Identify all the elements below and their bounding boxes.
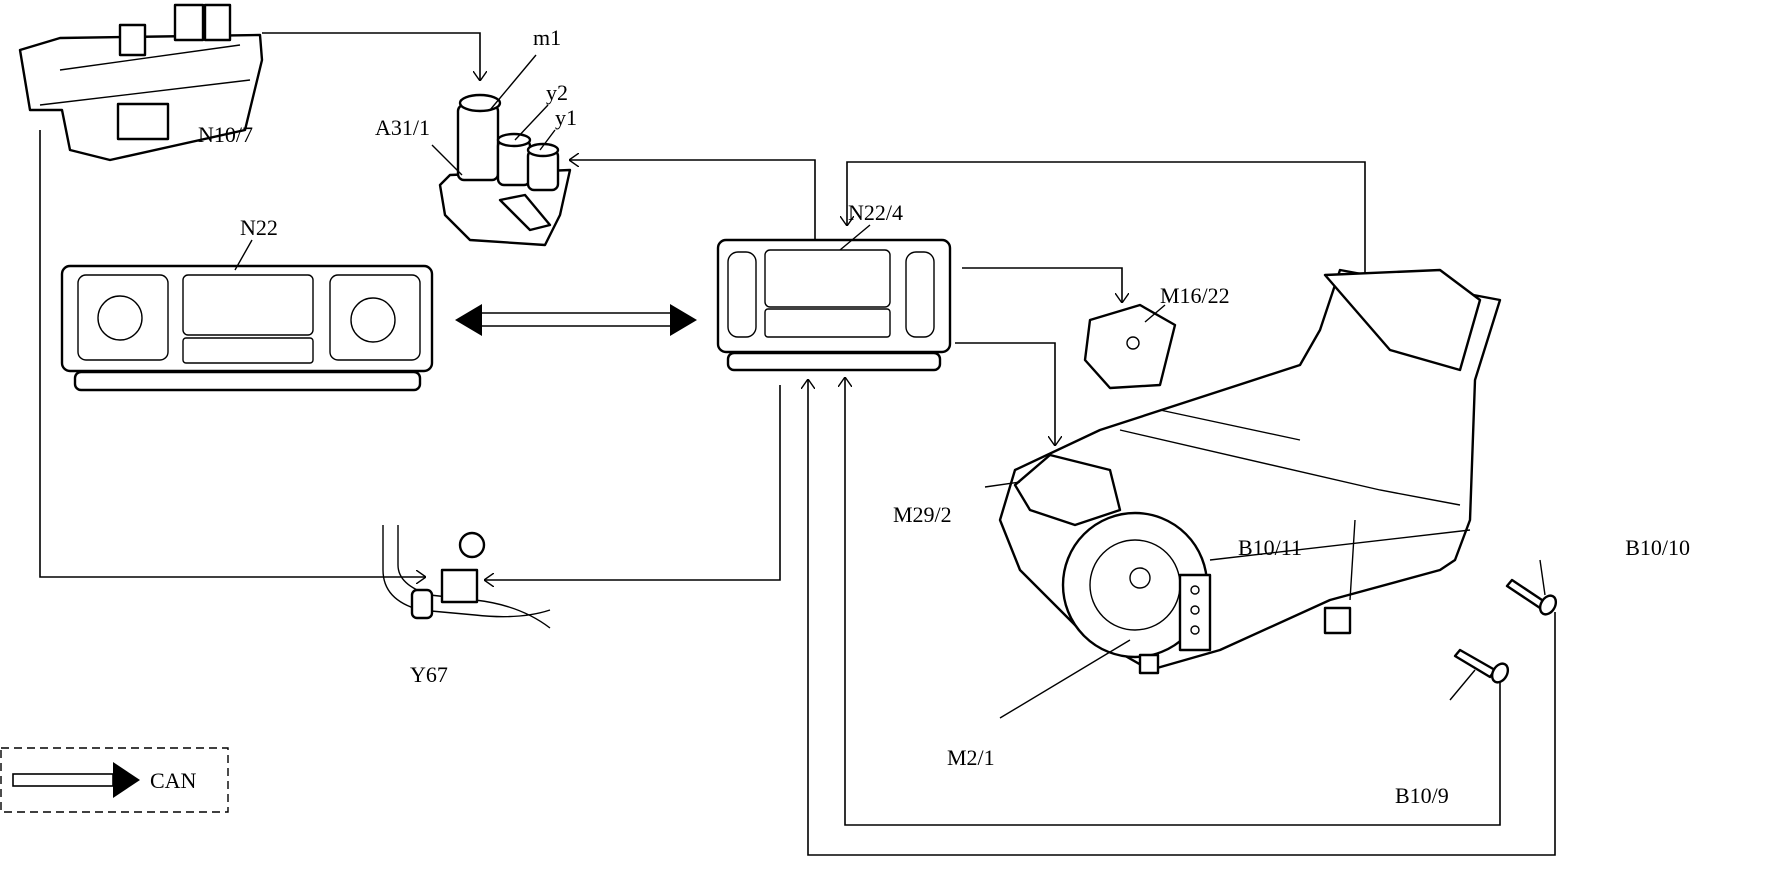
can-arrow-shaft xyxy=(12,773,114,787)
can-bus-link xyxy=(455,304,697,336)
control-panel-n22 xyxy=(60,264,434,392)
label-m2-1: M2/1 xyxy=(947,745,995,770)
can-arrow-head xyxy=(113,762,140,798)
label-a31-1: A31/1 xyxy=(375,115,430,140)
label-m16-22: M16/22 xyxy=(1160,283,1230,308)
label-m1: m1 xyxy=(533,25,561,50)
wire-n22-4-to-y67 xyxy=(485,385,781,580)
label-y1: y1 xyxy=(555,105,577,130)
fuse-relay-module-n10-7 xyxy=(18,3,264,162)
control-unit-n22-4 xyxy=(716,238,952,372)
wire-n10-7-to-y67 xyxy=(39,130,425,577)
label-n10-7: N10/7 xyxy=(198,122,253,147)
legend-can: CAN xyxy=(0,747,229,813)
label-b10-10: B10/10 xyxy=(1625,535,1690,560)
wire-n22-4-to-m16-22 xyxy=(962,267,1122,302)
hvac-housing xyxy=(998,268,1502,675)
wire-n22-4-to-m29-2 xyxy=(955,342,1055,445)
valve-unit-a31-1 xyxy=(438,93,572,247)
legend-can-label: CAN xyxy=(150,768,197,793)
label-n22-4: N22/4 xyxy=(848,200,903,225)
label-y2: y2 xyxy=(546,80,568,105)
wire-n22-4-to-a31-1 xyxy=(570,160,816,240)
labels: N10/7 m1 y2 y1 A31/1 N22 N22/4 M16/22 M2… xyxy=(198,25,1690,808)
label-y67: Y67 xyxy=(410,662,448,687)
label-m29-2: M29/2 xyxy=(893,502,952,527)
wire-n10-7-to-a31-1 xyxy=(262,32,480,80)
label-b10-9: B10/9 xyxy=(1395,783,1449,808)
label-b10-11: B10/11 xyxy=(1238,535,1302,560)
wire-b10-10-to-n22-4 xyxy=(808,380,1556,856)
temperature-sensor-b10-9 xyxy=(1453,648,1510,684)
shutoff-valve-y67 xyxy=(382,525,551,629)
label-n22: N22 xyxy=(240,215,278,240)
leader-lines xyxy=(234,54,1546,719)
wire-b10-9-to-n22-4 xyxy=(845,378,1501,826)
temperature-sensor-b10-10 xyxy=(1505,578,1558,616)
actuator-motor-m16-22 xyxy=(1083,303,1177,390)
